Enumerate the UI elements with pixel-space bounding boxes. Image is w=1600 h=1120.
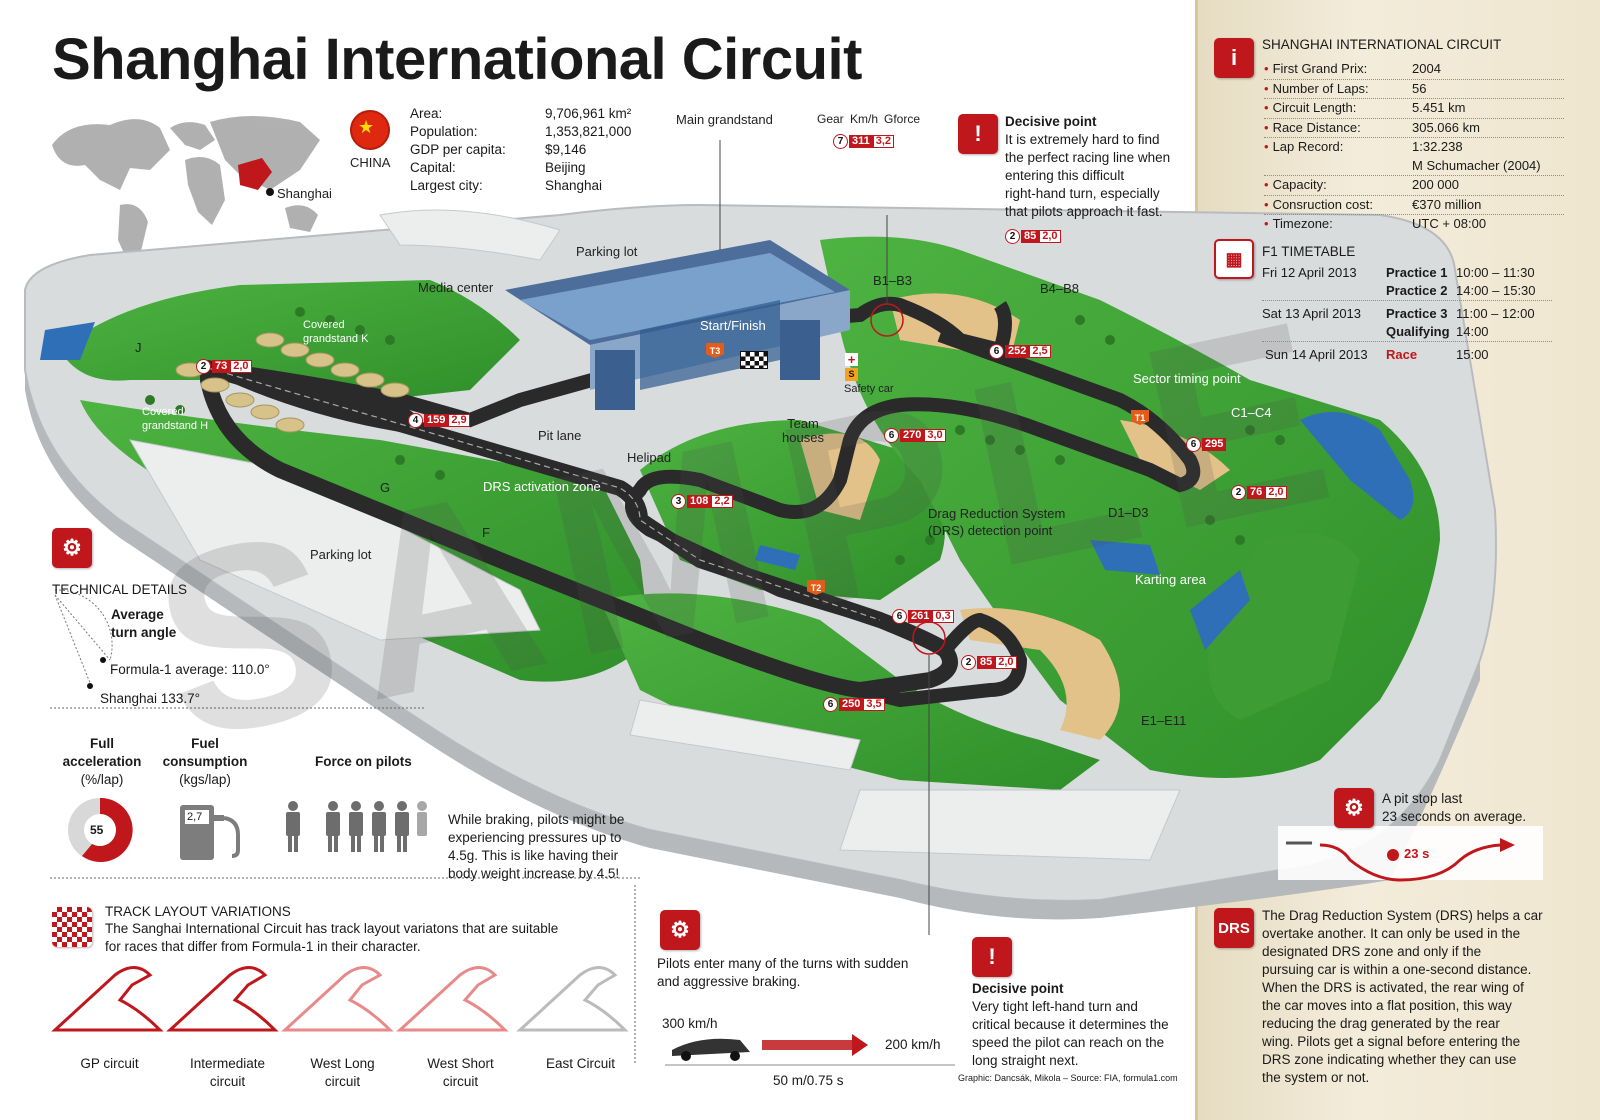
label-pit-lane: Pit lane: [538, 428, 582, 443]
credit: Graphic: Dancsák, Mikola – Source: FIA, …: [958, 1073, 1178, 1083]
braking-to: 200 km/h: [885, 1037, 941, 1052]
label-covered-k: Covered grandstand K: [303, 319, 369, 345]
braking-from: 300 km/h: [662, 1016, 718, 1031]
label-main-grandstand: Main grandstand: [676, 112, 773, 127]
acc-value: 55: [90, 823, 104, 837]
f1-average: Formula-1 average: 110.0°: [110, 662, 270, 677]
world-map: [52, 116, 320, 262]
page-title: Shanghai International Circuit: [52, 27, 862, 92]
label-team-houses: Team houses: [782, 416, 824, 445]
china-flag-icon: ★: [350, 110, 390, 150]
avg-label-2: turn angle: [111, 625, 177, 640]
label-e1e11: E1–E11: [1141, 713, 1187, 728]
label-sector-timing: Sector timing point: [1133, 371, 1241, 386]
info-icon: i: [1214, 38, 1254, 78]
layout-item: East Circuit: [545, 1056, 616, 1071]
safety-car-marker: S: [845, 368, 858, 381]
label-safety-car: Safety car: [844, 383, 894, 395]
tower-t2: T2: [807, 580, 825, 595]
shanghai-angle: Shanghai 133.7°: [100, 691, 200, 706]
warning-icon: !: [972, 937, 1012, 977]
parking-lots: [129, 209, 1181, 861]
shanghai-dot: [266, 188, 274, 196]
country-name: CHINA: [350, 155, 391, 170]
checkered-flag-icon: [740, 351, 768, 369]
facts-list: •First Grand Prix:2004 •Number of Laps:5…: [1264, 60, 1564, 234]
label-f: F: [482, 525, 490, 540]
gears-icon: ⚙: [52, 528, 92, 568]
pitstop-text: A pit stop last 23 seconds on average.: [1382, 791, 1527, 824]
label-parking-lot-top: Parking lot: [576, 244, 638, 259]
label-c1c4: C1–C4: [1231, 405, 1272, 420]
braking-dist: 50 m/0.75 s: [773, 1073, 844, 1088]
label-b1b3: B1–B3: [873, 273, 913, 288]
label-karting: Karting area: [1135, 572, 1206, 587]
avg-label-1: Average: [111, 607, 164, 622]
legend-kmh: Km/h: [850, 112, 879, 126]
facts-heading: SHANGHAI INTERNATIONAL CIRCUIT: [1262, 37, 1502, 52]
layout-item: GP circuit: [80, 1056, 139, 1071]
drs-text: The Drag Reduction System (DRS) helps a …: [1262, 908, 1543, 1085]
checkered-icon: [52, 907, 92, 947]
tower-t1: T1: [1131, 410, 1149, 425]
label-media-center: Media center: [418, 280, 494, 295]
label-start-finish: Start/Finish: [700, 318, 766, 333]
gears-icon: ⚙: [660, 910, 700, 950]
label-b4b8: B4–B8: [1040, 281, 1080, 296]
legend-gear: Gear: [817, 112, 844, 126]
label-d1d3: D1–D3: [1108, 505, 1149, 520]
fuel-pump-icon: [180, 805, 240, 860]
force-label: Force on pilots: [315, 754, 412, 769]
pitstop-time: 23 s: [1404, 846, 1430, 861]
gears-icon: ⚙: [1334, 788, 1374, 828]
label-drs-activation: DRS activation zone: [483, 479, 601, 494]
medical-cross-icon: +: [845, 353, 858, 366]
legend-gforce: Gforce: [884, 112, 921, 126]
layouts-desc: The Sanghai International Circuit has tr…: [105, 921, 559, 954]
label-covered-h: Covered grandstand H: [142, 406, 209, 432]
pilot-figures-icon: [286, 801, 427, 852]
shanghai-map-label: Shanghai: [277, 186, 332, 201]
fuel-value: 2,7: [187, 811, 203, 823]
fuel-label: Fuel consumption (kgs/lap): [162, 736, 248, 787]
calendar-icon: ▦: [1214, 239, 1254, 279]
warning-icon: !: [958, 114, 998, 154]
tower-t3: T3: [706, 343, 724, 358]
china-highlight: [238, 158, 272, 190]
technical-heading: TECHNICAL DETAILS: [52, 582, 188, 597]
label-drs-detection: Drag Reduction System (DRS) detection po…: [928, 506, 1066, 538]
label-j: J: [135, 340, 142, 355]
layouts-heading: TRACK LAYOUT VARIATIONS: [105, 904, 291, 919]
label-helipad: Helipad: [627, 450, 672, 465]
decisive-point-bottom: Decisive point Very tight left-hand turn…: [972, 981, 1169, 1068]
decisive-point-top: Decisive point It is extremely hard to f…: [1005, 114, 1171, 219]
full-acc-label: Full acceleration (%/lap): [62, 736, 142, 787]
braking-text: Pilots enter many of the turns with sudd…: [657, 956, 909, 989]
label-parking-lot-left: Parking lot: [310, 547, 372, 562]
force-text: While braking, pilots might be experienc…: [448, 812, 625, 881]
layout-variations: [51, 966, 629, 1032]
timetable-heading: F1 TIMETABLE: [1262, 244, 1356, 259]
country-stats: Area:9,706,961 km² Population:1,353,821,…: [410, 106, 632, 193]
drs-badge: DRS: [1214, 908, 1254, 948]
label-g: G: [380, 480, 391, 495]
